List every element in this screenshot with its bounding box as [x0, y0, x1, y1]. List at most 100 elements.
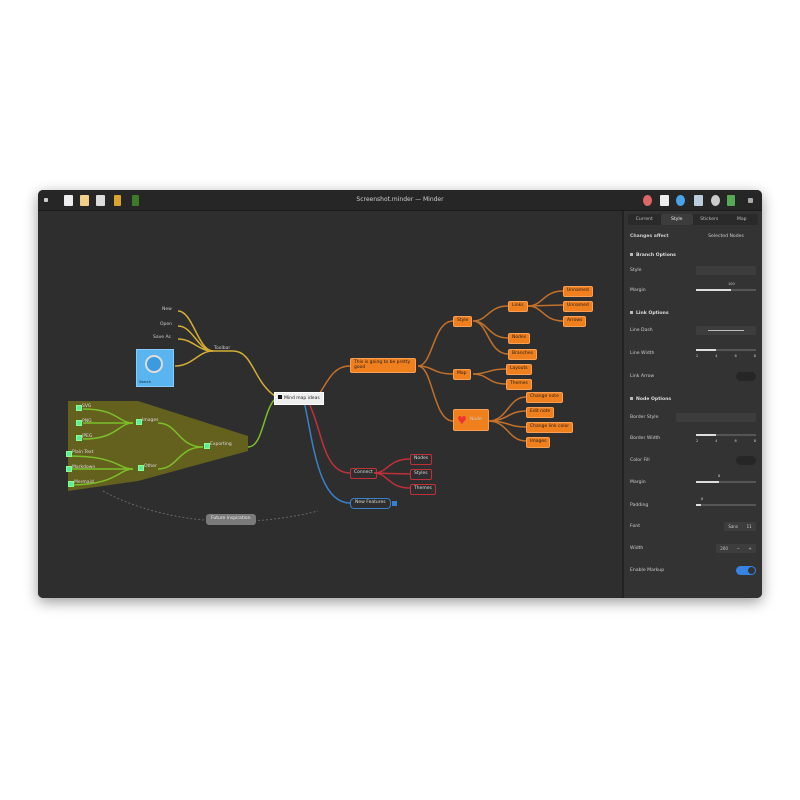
new-file-icon[interactable] [64, 195, 73, 206]
tick: 4 [715, 353, 718, 358]
node-child[interactable]: Change link color [526, 422, 574, 433]
leaf-node[interactable]: PNG [76, 419, 92, 426]
exporting-node[interactable]: Exporting [204, 442, 232, 449]
leaf-node[interactable]: Plain Text [66, 450, 93, 457]
sidebar-icon[interactable] [694, 195, 703, 206]
style-label: Style [630, 267, 642, 273]
properties-sidebar: Current Style Stickers Map Changes affec… [622, 211, 762, 598]
open-folder-icon[interactable] [80, 195, 89, 206]
settings-icon[interactable] [711, 195, 720, 206]
line-width-label: Line Width [630, 350, 655, 356]
sidebar-tabs: Current Style Stickers Map [628, 214, 758, 225]
connect-node[interactable]: Connect [350, 468, 377, 479]
minus-icon[interactable]: − [736, 545, 740, 551]
toolbar-child-node[interactable]: New [162, 307, 172, 312]
plus-icon[interactable]: + [748, 545, 752, 551]
border-style-buttons[interactable] [676, 412, 756, 422]
node-child[interactable]: Change note [526, 392, 563, 403]
color-fill-toggle[interactable] [736, 455, 756, 465]
font-label: Font [630, 523, 641, 529]
connect-child[interactable]: Nodes [410, 454, 433, 465]
node-margin-slider[interactable] [696, 481, 756, 483]
leaf-node[interactable]: Mermaid [68, 480, 94, 487]
tab-style[interactable]: Style [660, 214, 693, 225]
enable-markup-toggle[interactable] [736, 565, 756, 575]
save-icon[interactable] [96, 195, 105, 206]
link-arrow-toggle[interactable] [736, 371, 756, 381]
toolbar-child-node[interactable]: Save As [153, 335, 171, 340]
link-child-node[interactable]: Arrows [563, 316, 587, 327]
layouts-node[interactable]: Layouts [506, 364, 532, 375]
image-caption: Search [139, 379, 152, 384]
node-child[interactable]: Edit note [526, 407, 555, 418]
other-node[interactable]: Other [138, 464, 157, 471]
tick: 2 [696, 353, 699, 358]
tick: 6 [734, 353, 737, 358]
link-options-heading: Link Options [630, 311, 669, 316]
image-node[interactable]: Search [136, 349, 174, 387]
font-size: 11 [746, 523, 752, 529]
tick: 8 [753, 438, 756, 443]
line-dash-label: Line Dash [630, 327, 653, 333]
color-fill-label: Color Fill [630, 457, 650, 463]
tick: 6 [734, 438, 737, 443]
heart-icon: ♥ [457, 414, 467, 427]
fullscreen-icon[interactable] [748, 198, 753, 203]
root-label: Mind map ideas [284, 396, 320, 401]
nodes-node[interactable]: Nodes [508, 333, 531, 344]
padding-slider[interactable] [696, 504, 756, 506]
link-child-node[interactable]: Unnamed [563, 301, 593, 312]
connect-child[interactable]: Themes [410, 484, 436, 495]
margin-label: Margin [630, 287, 646, 293]
branches-node[interactable]: Branches [508, 349, 537, 360]
new-features-node[interactable]: New Features [350, 498, 391, 509]
root-node[interactable]: Mind map ideas [274, 392, 324, 405]
future-node[interactable]: Future inspiration [206, 514, 256, 525]
images-node[interactable]: Images [136, 418, 158, 425]
width-value: 200 [720, 545, 728, 551]
toolbar-node[interactable]: Toolbar [214, 346, 231, 351]
node-margin-value: 8 [718, 474, 721, 478]
node-child[interactable]: Images [526, 437, 551, 448]
redo-icon[interactable] [132, 195, 139, 206]
magnifier-icon [145, 355, 163, 373]
leaf-node[interactable]: JPEG [76, 434, 92, 441]
menu-icon[interactable] [44, 198, 48, 202]
heart-node[interactable]: ♥Node [453, 409, 489, 431]
tab-map[interactable]: Map [736, 217, 747, 222]
record-icon[interactable] [643, 195, 652, 206]
line-width-slider[interactable] [696, 348, 756, 351]
toolbar-child-node[interactable]: Open [160, 322, 173, 327]
border-width-slider[interactable] [696, 433, 756, 436]
app-window: Screenshot.minder — Minder Mind map idea… [38, 190, 762, 598]
connection-lines [67, 290, 564, 522]
width-spinner[interactable]: 200 − + [716, 543, 756, 553]
undo-icon[interactable] [114, 195, 121, 206]
width-label: Width [630, 545, 644, 551]
link-child-node[interactable]: Unnamed [563, 286, 593, 297]
tick: 8 [753, 353, 756, 358]
window-title: Screenshot.minder — Minder [356, 196, 444, 203]
links-node[interactable]: Links [508, 301, 528, 312]
map-node[interactable]: Map [453, 369, 471, 380]
leaf-node[interactable]: SVG [76, 404, 91, 411]
properties-icon[interactable] [727, 195, 735, 206]
branch-style-buttons[interactable] [696, 265, 756, 275]
connect-child[interactable]: Styles [410, 469, 432, 480]
tick: 4 [715, 438, 718, 443]
changes-affect-select[interactable]: Selected Nodes [708, 233, 744, 239]
themes-node[interactable]: Themes [506, 379, 532, 390]
tab-current[interactable]: Current [635, 217, 653, 222]
leaf-node[interactable]: Markdown [66, 465, 95, 472]
orange-main-node[interactable]: This is going to be pretty good [350, 358, 416, 373]
branch-margin-slider[interactable] [696, 289, 756, 291]
tab-stickers[interactable]: Stickers [700, 217, 719, 222]
tick: 2 [696, 438, 699, 443]
style-node[interactable]: Style [453, 316, 473, 327]
search-icon[interactable] [676, 195, 685, 206]
fold-indicator-icon[interactable] [392, 501, 397, 506]
mind-map-canvas[interactable]: Mind map ideas Toolbar New Open Save As … [38, 211, 622, 598]
stop-icon[interactable] [660, 195, 669, 206]
line-dash-select[interactable] [696, 325, 756, 335]
